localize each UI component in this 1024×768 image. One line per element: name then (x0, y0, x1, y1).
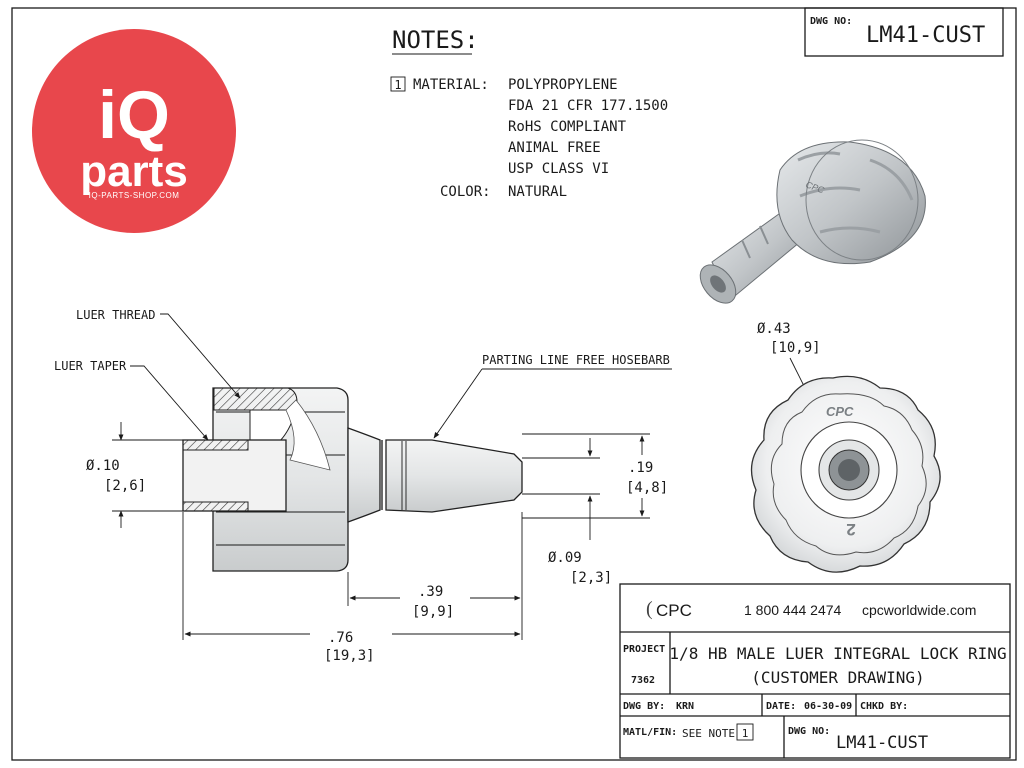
barb-od-mm: [4,8] (626, 480, 668, 496)
barb-length-mm: [9,9] (412, 604, 454, 620)
logo-tagline: IQ-PARTS-SHOP.COM (89, 191, 180, 200)
color-value: NATURAL (508, 184, 567, 200)
ring-dia-mm: [10,9] (770, 340, 821, 356)
company-website: cpcworldwide.com (862, 602, 976, 618)
end-view-number-mark: 2 (846, 520, 855, 539)
side-section-view (182, 387, 523, 572)
barb-od-inch: .19 (628, 460, 653, 476)
bore-mm: [2,6] (104, 478, 146, 494)
matl-note-ref: 1 (742, 727, 749, 740)
checked-by-label: CHKD BY: (860, 701, 908, 712)
ring-diameter-dimension: Ø.43 [10,9] (757, 321, 821, 391)
luer-thread-hatch (213, 387, 298, 411)
note-marker-box (390, 76, 406, 92)
part-3d-render: CPC (699, 139, 926, 304)
top-dwg-no-label: DWG NO: (810, 16, 852, 27)
material-line-2: FDA 21 CFR 177.1500 (508, 98, 668, 114)
callout-luer-taper: LUER TAPER (54, 359, 209, 441)
bore-dimension: Ø.10 [2,6] (86, 422, 183, 528)
project-label: PROJECT (623, 644, 665, 655)
ring-dia-inch: Ø.43 (757, 321, 791, 337)
barb-length-dimension: .39 [9,9] (347, 512, 523, 640)
material-line-5: USP CLASS VI (508, 161, 609, 177)
callout-luer-thread: LUER THREAD (76, 308, 241, 399)
title-line-1: 1/8 HB MALE LUER INTEGRAL LOCK RING (669, 644, 1006, 663)
logo-parts-text: parts (80, 147, 188, 196)
drawn-by-value: KRN (676, 701, 694, 712)
material-line-3: RoHS COMPLIANT (508, 119, 627, 135)
bottom-dwg-no-label: DWG NO: (788, 726, 830, 737)
bottom-dwg-no-value: LM41-CUST (836, 733, 928, 753)
barb-id-mm: [2,3] (570, 570, 612, 586)
material-label: MATERIAL: (413, 77, 489, 93)
bore-inch: Ø.10 (86, 458, 120, 474)
company-name: CPC (656, 601, 692, 620)
top-dwg-no-value: LM41-CUST (866, 23, 985, 48)
barb-id-inch: Ø.09 (548, 550, 582, 566)
date-label: DATE: (766, 701, 796, 712)
sheet-border (11, 7, 1017, 761)
notes-block: NOTES: 1 MATERIAL: POLYPROPYLENE FDA 21 … (390, 26, 668, 200)
barb-id-dimension: Ø.09 [2,3] (522, 438, 612, 586)
material-line-1: POLYPROPYLENE (508, 77, 618, 93)
date-value: 06-30-09 (804, 701, 852, 712)
title-block: ( CPC 1 800 444 2474 cpcworldwide.com PR… (619, 583, 1011, 759)
note-marker-number: 1 (394, 78, 401, 92)
material-line-4: ANIMAL FREE (508, 140, 601, 156)
matl-fin-label: MATL/FIN: (623, 727, 677, 738)
hub-neck (347, 427, 381, 523)
notes-heading: NOTES: (392, 26, 479, 54)
callout-parting-line: PARTING LINE FREE HOSEBARB (433, 353, 672, 439)
company-phone: 1 800 444 2474 (744, 602, 842, 618)
overall-length-dimension: .76 [19,3] (182, 512, 521, 664)
hose-barb (385, 439, 523, 513)
matl-fin-value: SEE NOTE (682, 727, 735, 740)
color-label: COLOR: (440, 184, 491, 200)
parting-line-label: PARTING LINE FREE HOSEBARB (482, 353, 670, 367)
luer-taper-label: LUER TAPER (54, 359, 127, 373)
company-logo-mark: ( (646, 598, 653, 620)
end-view-brand-mark: CPC (826, 404, 854, 419)
overall-length-mm: [19,3] (324, 648, 375, 664)
iq-parts-logo: iQ parts IQ-PARTS-SHOP.COM (32, 29, 236, 233)
project-number: 7362 (631, 675, 655, 686)
end-view: CPC 2 (750, 375, 941, 573)
top-drawing-number-box: DWG NO: LM41-CUST (804, 7, 1004, 57)
luer-thread-label: LUER THREAD (76, 308, 155, 322)
barb-od-dimension: .19 [4,8] (522, 433, 668, 519)
logo-iq-text: iQ (98, 77, 170, 153)
matl-note-ref-box (736, 723, 754, 741)
overall-length-inch: .76 (328, 630, 353, 646)
title-line-2: (CUSTOMER DRAWING) (751, 668, 924, 687)
drawn-by-label: DWG BY: (623, 701, 665, 712)
barb-length-inch: .39 (418, 584, 443, 600)
luer-taper-nose (182, 439, 287, 512)
